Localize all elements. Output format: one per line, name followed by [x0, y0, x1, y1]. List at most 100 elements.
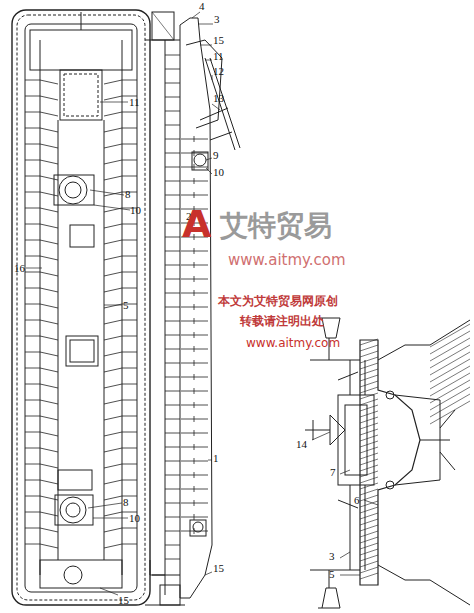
- rib-stroke: [181, 489, 208, 490]
- rib-stroke: [360, 435, 378, 441]
- rib-stroke: [360, 453, 378, 459]
- rib-stroke: [165, 223, 180, 224]
- rib-stroke: [122, 336, 137, 337]
- rib-stroke: [25, 432, 40, 433]
- watermark-text: 艾特贸易: [220, 210, 332, 242]
- rib-stroke: [360, 507, 378, 513]
- rib-stroke: [181, 405, 208, 406]
- rib-stroke: [104, 128, 122, 132]
- rib-stroke: [40, 544, 58, 548]
- rib-stroke: [122, 432, 137, 433]
- rib-stroke: [181, 293, 208, 294]
- rib-stroke: [165, 139, 180, 140]
- rib-stroke: [165, 503, 180, 504]
- rib-stroke: [104, 96, 122, 100]
- rib-stroke: [165, 195, 180, 196]
- callout-number: 11: [129, 96, 140, 109]
- callout-number: 5: [329, 568, 335, 581]
- rib-stroke: [40, 336, 58, 340]
- rib-stroke: [360, 573, 378, 579]
- rib-stroke: [430, 401, 470, 424]
- rib-stroke: [104, 368, 122, 372]
- rib-stroke: [122, 400, 137, 401]
- rib-stroke: [25, 528, 40, 529]
- rib-stroke: [104, 352, 122, 356]
- callout-number: 14: [296, 438, 307, 451]
- rib-stroke: [165, 97, 180, 98]
- rib-stroke: [25, 288, 40, 289]
- rib-stroke: [181, 475, 208, 476]
- rib-stroke: [360, 363, 378, 369]
- rib-stroke: [40, 80, 58, 84]
- rib-stroke: [104, 384, 122, 388]
- rib-stroke: [25, 96, 40, 97]
- rib-stroke: [122, 480, 137, 481]
- rib-stroke: [165, 55, 180, 56]
- rib-stroke: [194, 332, 195, 338]
- watermark-url: www.aitmy.com: [228, 252, 346, 269]
- rib-stroke: [194, 248, 195, 254]
- rib-stroke: [194, 388, 195, 394]
- rib-stroke: [40, 320, 58, 324]
- rib-stroke: [104, 448, 122, 452]
- rib-stroke: [430, 380, 470, 403]
- rib-stroke: [194, 458, 195, 464]
- rib-stroke: [25, 320, 40, 321]
- rib-stroke: [104, 80, 122, 84]
- rib-stroke: [25, 80, 40, 81]
- rib-stroke: [165, 461, 180, 462]
- rib-stroke: [40, 128, 58, 132]
- rib-stroke: [165, 489, 180, 490]
- rib-stroke: [360, 339, 378, 345]
- rib-stroke: [194, 500, 195, 506]
- rib-stroke: [40, 176, 58, 180]
- rib-stroke: [165, 307, 180, 308]
- callout-number: 10: [213, 166, 224, 179]
- rib-stroke: [194, 486, 195, 492]
- rib-stroke: [40, 416, 58, 420]
- rib-stroke: [25, 192, 40, 193]
- callout-number: 1: [213, 452, 219, 465]
- rib-stroke: [104, 112, 122, 116]
- rib-stroke: [181, 251, 208, 252]
- rib-stroke: [104, 288, 122, 292]
- rib-stroke: [40, 352, 58, 356]
- rib-stroke: [360, 513, 378, 519]
- rib-stroke: [360, 345, 378, 351]
- callout-number: 4: [199, 0, 205, 13]
- rib-stroke: [25, 128, 40, 129]
- callout-number: 12: [213, 65, 224, 78]
- rib-stroke: [194, 416, 195, 422]
- rib-stroke: [194, 262, 195, 268]
- rib-stroke: [165, 363, 180, 364]
- rib-stroke: [165, 419, 180, 420]
- rib-stroke: [104, 176, 122, 180]
- rib-stroke: [104, 144, 122, 148]
- rib-stroke: [430, 366, 470, 389]
- rib-stroke: [360, 405, 378, 411]
- rib-stroke: [360, 525, 378, 531]
- rib-stroke: [430, 387, 470, 410]
- callout-number: 7: [330, 466, 336, 479]
- callout-number: 9: [213, 149, 219, 162]
- callout-number: 10: [130, 204, 141, 217]
- front-view: [12, 10, 150, 605]
- rib-stroke: [25, 144, 40, 145]
- rib-stroke: [165, 475, 180, 476]
- rib-stroke: [194, 290, 195, 296]
- rib-stroke: [181, 461, 208, 462]
- rib-stroke: [165, 531, 180, 532]
- rib-stroke: [165, 559, 180, 560]
- rib-stroke: [360, 543, 378, 549]
- watermark-logo: A: [182, 202, 211, 246]
- rib-stroke: [360, 369, 378, 375]
- rib-stroke: [122, 288, 137, 289]
- rib-stroke: [181, 503, 208, 504]
- rib-stroke: [122, 368, 137, 369]
- rib-stroke: [25, 176, 40, 177]
- rib-stroke: [40, 256, 58, 260]
- rib-stroke: [194, 178, 195, 184]
- rib-stroke: [104, 160, 122, 164]
- rib-stroke: [40, 272, 58, 276]
- watermark-note: 本文为艾特贸易网原创: [218, 294, 338, 308]
